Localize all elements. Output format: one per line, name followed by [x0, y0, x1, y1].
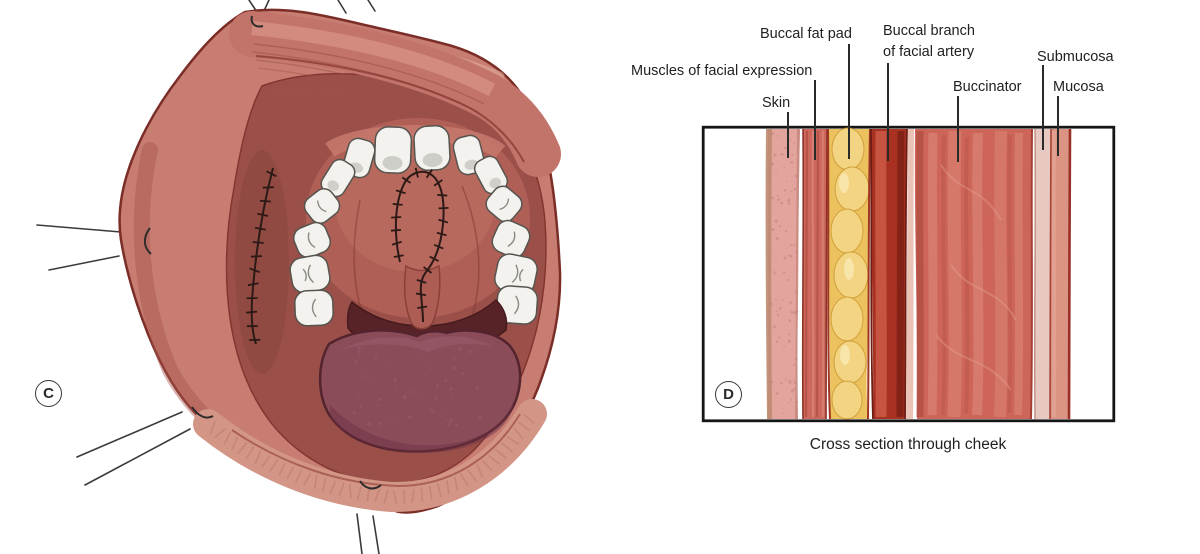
layer-buccal-fat-pad: [827, 127, 871, 420]
label-muscles-of-facial-expression: Muscles of facial expression: [631, 63, 813, 79]
retraction-hook: [143, 227, 152, 255]
oral-cavity-illustration: [36, 0, 562, 554]
lower-lip: [193, 399, 547, 513]
leader-line-skin: [787, 112, 789, 158]
tooth: [491, 219, 531, 259]
panel-c-marker: C: [35, 380, 62, 407]
leader-line-buccal-fat-pad: [848, 44, 850, 159]
tooth: [413, 125, 451, 171]
tooth: [294, 289, 334, 327]
retraction-hook: [250, 15, 264, 28]
upper-lip: [229, 11, 561, 177]
tooth: [373, 126, 413, 174]
tooth: [320, 158, 356, 198]
label-submucosa: Submucosa: [1037, 49, 1114, 65]
leader-line-buccal-branch: [887, 63, 889, 161]
leader-line-buccinator: [957, 96, 959, 162]
tooth: [485, 185, 523, 223]
tongue-texture: [352, 346, 482, 427]
panel-d-marker: D: [715, 381, 742, 408]
upper-teeth: [289, 125, 539, 327]
leader-line-mucosa: [1057, 96, 1059, 156]
tooth: [303, 188, 341, 224]
tooth: [293, 221, 331, 259]
retraction-hook: [191, 406, 214, 419]
cheek-cross-section-panel: [701, 125, 1116, 423]
layer-mucosa: [1049, 128, 1072, 420]
layer-buccinator: [914, 128, 1033, 420]
retraction-lines: [36, 0, 380, 554]
panel-d-caption: Cross section through cheek: [809, 436, 1007, 453]
layer-gap: [906, 129, 914, 419]
tooth: [473, 155, 509, 195]
cheek-suture: [246, 167, 277, 345]
retraction-hook: [359, 480, 382, 490]
tooth: [494, 253, 538, 295]
tongue: [318, 329, 522, 453]
layer-muscles-of-facial-expression: [801, 128, 828, 420]
leader-line-submucosa: [1042, 65, 1044, 150]
label-mucosa: Mucosa: [1053, 79, 1104, 95]
label-buccinator: Buccinator: [953, 79, 1022, 95]
layer-skin: [765, 129, 800, 419]
cheek-shadow: [235, 150, 289, 374]
label-skin: Skin: [762, 95, 791, 111]
layer-buccal-branch-of-facial-artery: [870, 128, 908, 420]
layer-submucosa: [1034, 128, 1051, 420]
retraction-hooks: [143, 15, 382, 490]
tooth: [289, 254, 331, 294]
label-buccal-branch-of-facial-artery: Buccal branch of facial artery: [883, 23, 975, 61]
cheek-cross-section-layers: [765, 127, 1072, 420]
label-buccal-fat-pad: Buccal fat pad: [760, 26, 852, 42]
leader-line-muscles: [814, 80, 816, 160]
palate-suture: [390, 167, 449, 323]
